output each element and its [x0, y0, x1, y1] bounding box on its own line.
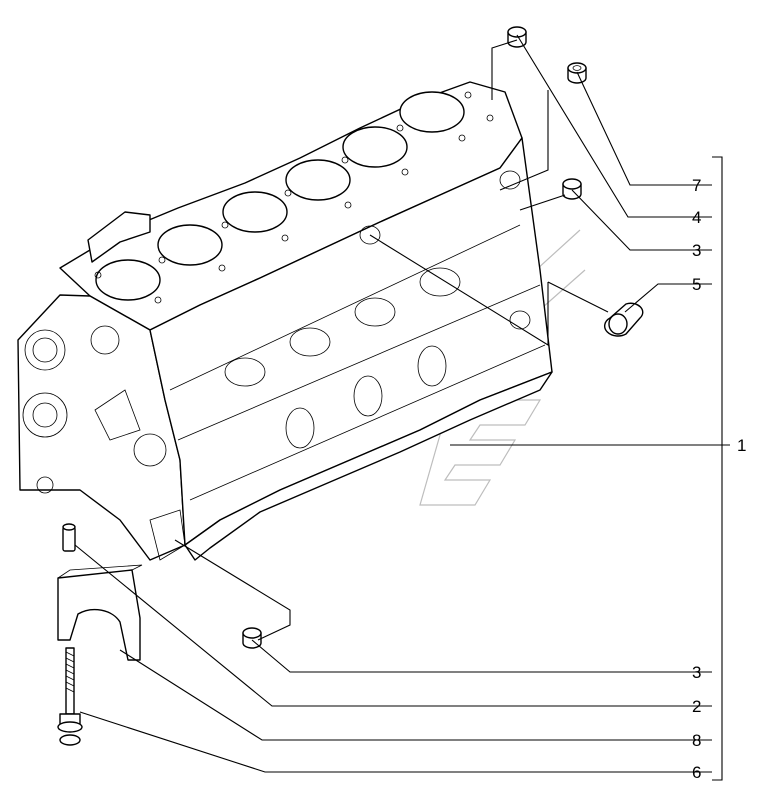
callout-3-upper: 3 [692, 241, 701, 260]
callout-3-lower: 3 [692, 663, 701, 682]
part-plug-top [507, 26, 527, 48]
callout-1: 1 [737, 436, 746, 455]
cylinder-bores [95, 91, 465, 301]
assembly-bracket [712, 156, 723, 781]
part-bolt [57, 647, 83, 746]
part-dowel-pin [62, 523, 76, 552]
leader-lines [74, 34, 730, 773]
callout-2: 2 [692, 697, 701, 716]
part-bearing-cap [57, 564, 143, 661]
callout-7: 7 [692, 176, 701, 195]
callout-5: 5 [692, 275, 701, 294]
callout-labels: 7 4 3 5 1 3 2 8 6 [692, 176, 746, 782]
part-cup-plug [603, 302, 644, 337]
callout-6: 6 [692, 763, 701, 782]
callout-4: 4 [692, 208, 701, 227]
engine-block [17, 81, 553, 561]
part-ring-plug [567, 62, 587, 84]
callout-8: 8 [692, 731, 701, 750]
